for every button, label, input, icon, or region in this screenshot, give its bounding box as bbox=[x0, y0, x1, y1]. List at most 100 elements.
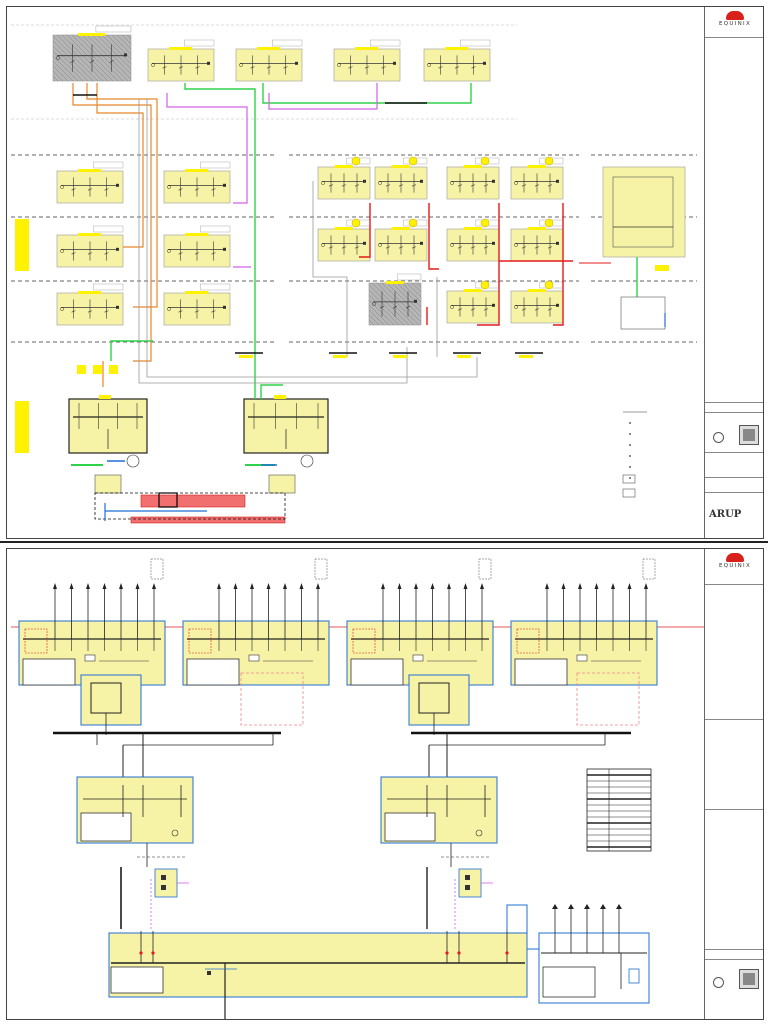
ats-box bbox=[620, 296, 666, 330]
breaker-tick bbox=[341, 184, 347, 187]
protection-relay-box bbox=[24, 628, 48, 654]
breaker-tick bbox=[178, 252, 183, 255]
feeder bbox=[477, 203, 500, 326]
feeder bbox=[268, 83, 378, 110]
meter-icon bbox=[514, 181, 518, 185]
panel-label-box bbox=[93, 283, 124, 291]
meter-icon bbox=[475, 829, 483, 837]
relay bbox=[556, 303, 559, 307]
hatch bbox=[52, 35, 99, 82]
panel-tag bbox=[185, 169, 209, 172]
breaker-tick bbox=[283, 66, 288, 69]
hatch bbox=[61, 34, 109, 82]
breaker-tick bbox=[70, 60, 75, 63]
ats-contact bbox=[465, 875, 470, 880]
panel-label-box bbox=[200, 225, 231, 233]
meter-icon bbox=[167, 185, 171, 189]
cable-termination-icon bbox=[69, 583, 74, 589]
legend-symbol bbox=[629, 466, 631, 468]
relay bbox=[492, 241, 495, 245]
busbar-tag bbox=[239, 355, 253, 358]
legend-symbol bbox=[629, 455, 631, 457]
terminal-box bbox=[628, 968, 640, 984]
breaker-tick bbox=[162, 66, 167, 69]
hatch bbox=[368, 304, 390, 326]
hatch bbox=[76, 34, 124, 82]
meter-icon bbox=[60, 307, 64, 311]
breaker-tick bbox=[411, 184, 417, 187]
panel-tag bbox=[463, 227, 482, 230]
cable-termination-icon bbox=[545, 583, 549, 589]
panel-tag bbox=[78, 169, 102, 172]
meter-icon bbox=[171, 829, 179, 837]
panel-label-box bbox=[200, 161, 231, 169]
breaker-tick bbox=[438, 66, 443, 69]
red-bus-duct bbox=[140, 494, 246, 508]
feeder bbox=[506, 904, 528, 949]
status-lamp-icon bbox=[480, 280, 490, 290]
breaker-tick bbox=[71, 188, 76, 191]
cable-termination-icon bbox=[119, 583, 123, 589]
breaker-tick bbox=[534, 246, 540, 249]
vt-box bbox=[576, 654, 588, 662]
panel-label-box bbox=[397, 273, 422, 281]
ats-contact bbox=[161, 875, 166, 880]
panel-tag bbox=[169, 47, 193, 50]
metering-box bbox=[110, 966, 164, 994]
relay bbox=[492, 303, 495, 307]
meter-icon bbox=[372, 302, 376, 306]
cable-termination-icon bbox=[600, 904, 606, 909]
relay bbox=[116, 183, 119, 187]
relay bbox=[414, 299, 417, 303]
cable-termination-icon bbox=[611, 583, 615, 589]
equinix-logo-icon: EQUINIX bbox=[709, 553, 761, 569]
breaker-tick bbox=[483, 184, 489, 187]
relay bbox=[223, 183, 226, 187]
panel-label-box bbox=[95, 25, 132, 33]
red-bus-duct bbox=[130, 516, 286, 524]
feeder bbox=[553, 203, 564, 326]
breaker-tick bbox=[71, 252, 76, 255]
breaker-tick bbox=[104, 252, 109, 255]
panel-tag bbox=[334, 165, 353, 168]
cable-termination-icon bbox=[568, 904, 574, 909]
panel-tag bbox=[391, 227, 410, 230]
cable-termination-icon bbox=[480, 583, 484, 589]
breaker-tick bbox=[534, 308, 540, 311]
relay bbox=[223, 305, 226, 309]
feeder bbox=[146, 99, 478, 378]
meter-icon bbox=[514, 243, 518, 247]
breaker-tick bbox=[194, 188, 200, 191]
breaker-tick bbox=[211, 310, 216, 313]
breaker-tick bbox=[194, 310, 200, 313]
cable-termination-icon bbox=[447, 583, 451, 589]
cable-termination-icon bbox=[250, 583, 254, 589]
relay bbox=[420, 241, 423, 245]
hatch bbox=[391, 282, 422, 313]
hatch bbox=[406, 282, 422, 298]
logo-text: EQUINIX bbox=[718, 21, 752, 27]
breaker-tick bbox=[385, 184, 391, 187]
feeder bbox=[359, 203, 371, 258]
hatch bbox=[86, 34, 132, 80]
breaker-tick bbox=[211, 252, 216, 255]
relay bbox=[116, 305, 119, 309]
vt-box bbox=[84, 654, 96, 662]
breaker-tick bbox=[211, 188, 216, 191]
ats-contact bbox=[161, 885, 166, 890]
cable-termination-icon bbox=[616, 904, 622, 909]
north-arrow-icon bbox=[713, 432, 724, 443]
board-tag bbox=[99, 395, 111, 399]
relay bbox=[207, 61, 210, 65]
feeder bbox=[166, 93, 248, 204]
generator-icon bbox=[126, 454, 140, 468]
north-arrow-icon bbox=[713, 977, 724, 988]
hatch bbox=[111, 34, 132, 55]
feeder bbox=[262, 83, 472, 104]
cable-schedule-box bbox=[314, 558, 328, 580]
cable-termination-icon bbox=[430, 583, 435, 589]
hatch bbox=[52, 70, 64, 82]
meter-icon bbox=[239, 63, 243, 67]
cable-termination-icon bbox=[627, 583, 632, 589]
feeder bbox=[312, 181, 348, 357]
